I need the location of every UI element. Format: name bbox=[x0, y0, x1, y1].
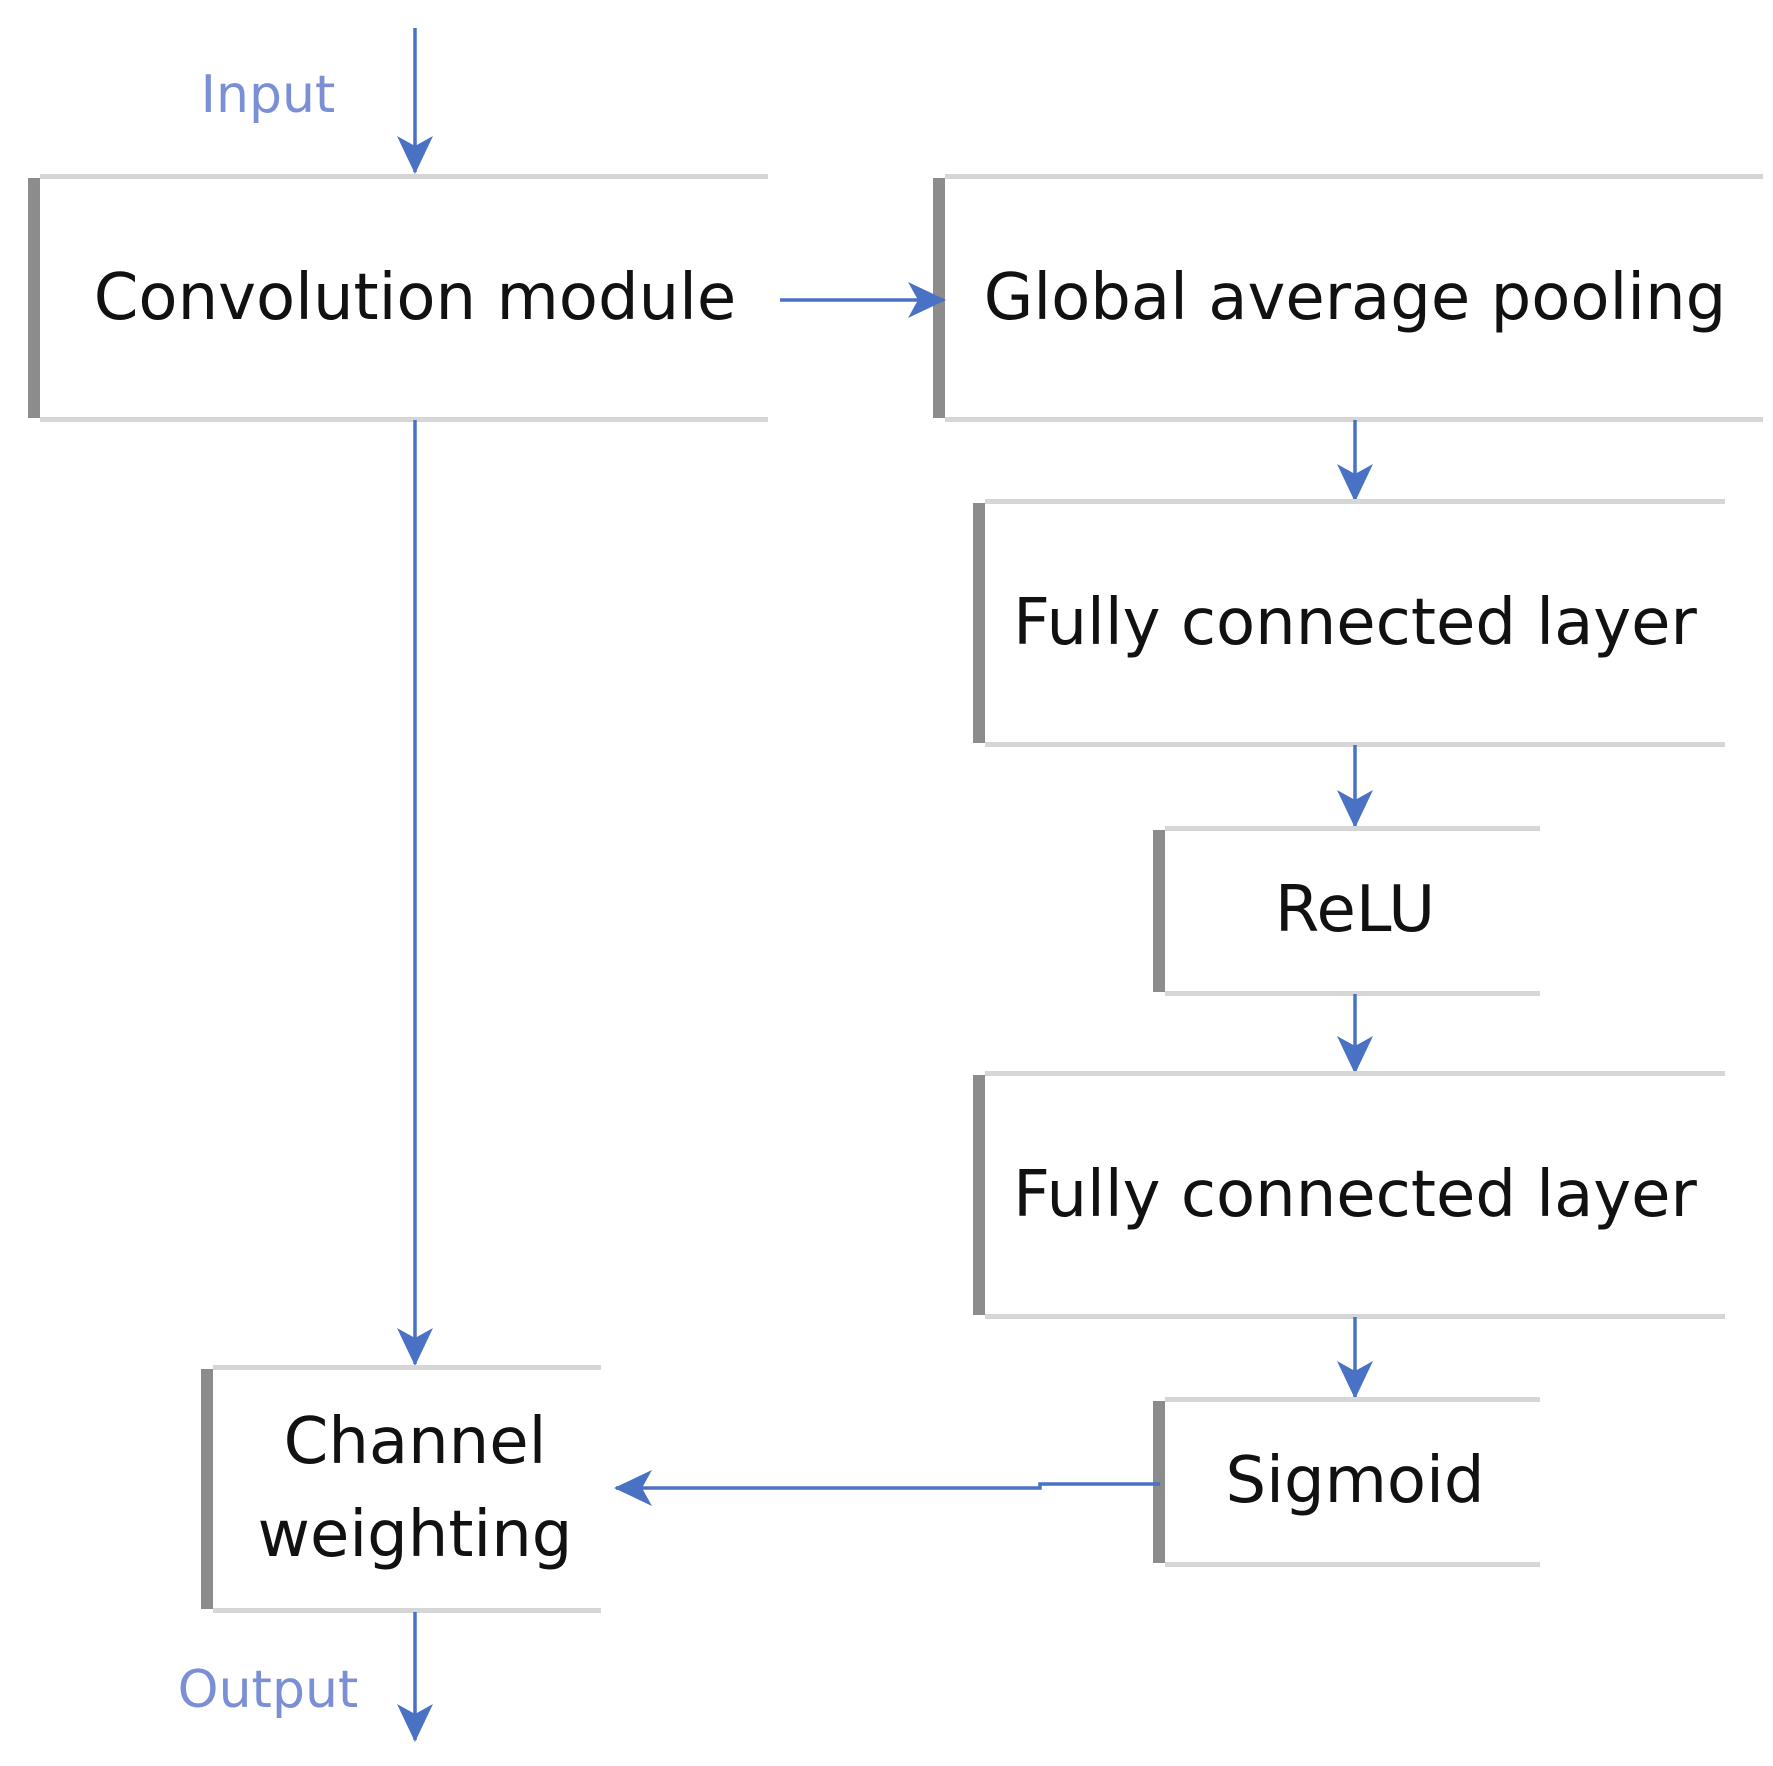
global-average-pooling-box: Global average pooling bbox=[933, 174, 1763, 422]
channel-weighting-box: Channel weighting bbox=[201, 1365, 601, 1613]
relu-label: ReLU bbox=[1275, 873, 1435, 947]
input-label: Input bbox=[201, 65, 336, 125]
arrow-sigmoid-to-channel-weighting bbox=[614, 1470, 1160, 1506]
convolution-module-box: Convolution module bbox=[28, 174, 768, 422]
convolution-module-label: Convolution module bbox=[94, 261, 737, 335]
global-average-pooling-label: Global average pooling bbox=[984, 261, 1727, 335]
relu-box: ReLU bbox=[1153, 826, 1540, 996]
channel-weighting-label-line1: Channel bbox=[284, 1405, 547, 1479]
fully-connected-layer-1-box: Fully connected layer bbox=[973, 499, 1725, 747]
sigmoid-label: Sigmoid bbox=[1226, 1444, 1485, 1518]
channel-weighting-label-line2: weighting bbox=[258, 1498, 573, 1572]
sigmoid-box: Sigmoid bbox=[1153, 1397, 1540, 1567]
fully-connected-layer-2-box: Fully connected layer bbox=[973, 1071, 1725, 1319]
output-label: Output bbox=[178, 1660, 359, 1720]
fully-connected-layer-1-label: Fully connected layer bbox=[1013, 586, 1697, 660]
fully-connected-layer-2-label: Fully connected layer bbox=[1013, 1158, 1697, 1232]
